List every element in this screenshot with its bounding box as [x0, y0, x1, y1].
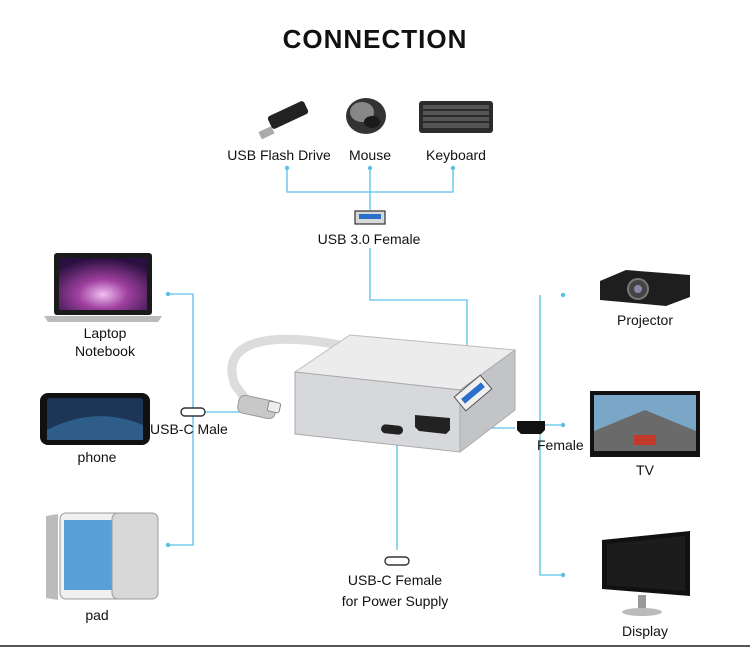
label-usb-flash-drive: USB Flash Drive — [227, 147, 331, 163]
usbc-female-icon — [384, 556, 410, 566]
label-display: Display — [622, 623, 668, 639]
label-female: Female — [537, 437, 584, 453]
phone-icon — [40, 393, 150, 445]
label-mouse: Mouse — [348, 147, 392, 163]
usb-flash-drive-icon — [258, 101, 309, 140]
label-keyboard: Keyboard — [426, 147, 486, 163]
laptop-icon — [44, 253, 162, 322]
label-laptop: Laptop — [83, 325, 127, 341]
label-projector: Projector — [616, 312, 674, 328]
label-phone: phone — [77, 449, 117, 465]
line-right-bracket — [539, 295, 563, 576]
display-icon — [602, 531, 690, 616]
label-usb30-female: USB 3.0 Female — [317, 231, 421, 247]
page-title: CONNECTION — [282, 24, 468, 54]
hdmi-female-icon — [517, 421, 545, 434]
label-usbc-female: USB-C Female — [347, 572, 443, 588]
projector-icon — [600, 270, 690, 306]
label-power-supply: for Power Supply — [341, 593, 449, 609]
label-notebook: Notebook — [75, 343, 135, 359]
tv-icon — [590, 391, 700, 457]
usbc-male-icon — [180, 407, 206, 417]
label-usbc-male: USB-C Male — [150, 421, 228, 437]
bottom-divider — [0, 645, 750, 647]
mouse-icon — [346, 98, 386, 134]
line-left-bracket — [168, 293, 194, 546]
tablet-icon — [46, 512, 159, 600]
label-pad: pad — [85, 607, 109, 623]
label-tv: TV — [636, 462, 654, 478]
adapter-hub — [293, 334, 517, 454]
usb30-port-icon — [354, 210, 386, 225]
keyboard-icon — [419, 101, 493, 133]
cable — [227, 334, 345, 420]
